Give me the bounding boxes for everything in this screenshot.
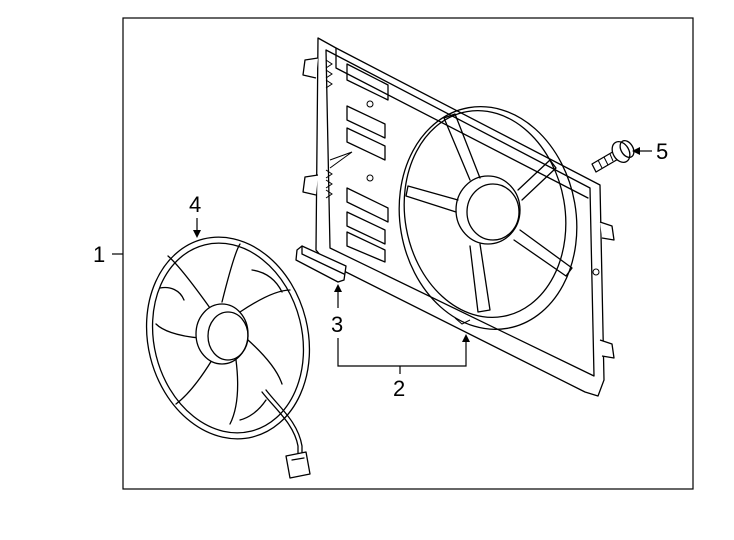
callout-5: 5 <box>656 139 668 164</box>
leader-2 <box>337 334 470 374</box>
shroud-part[interactable] <box>302 37 615 397</box>
leader-3 <box>334 284 342 308</box>
leader-5 <box>632 147 652 155</box>
bolt-part[interactable] <box>591 138 637 173</box>
seal-strip-part[interactable] <box>295 245 347 283</box>
callout-4: 4 <box>189 192 201 217</box>
callout-3: 3 <box>331 312 343 337</box>
callout-2: 2 <box>393 376 405 401</box>
fan-part[interactable] <box>126 220 331 479</box>
leader-4 <box>193 218 201 238</box>
callout-1: 1 <box>93 242 105 267</box>
